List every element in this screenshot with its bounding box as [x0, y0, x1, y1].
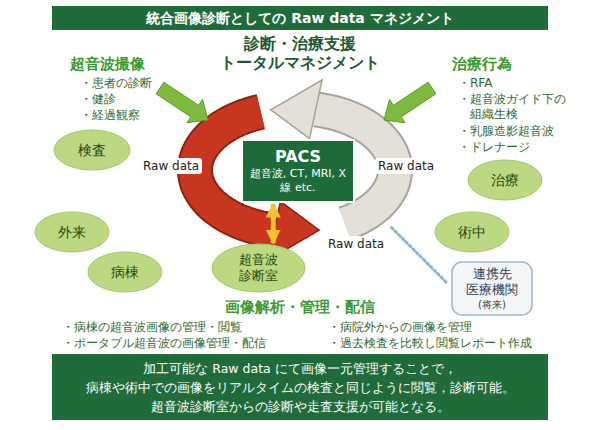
flow-label: Raw data [140, 158, 202, 174]
section-heading: 治療行為 [452, 55, 512, 74]
rect-shape [242, 140, 354, 202]
ellipse-shape [54, 130, 130, 170]
ellipse-shape [88, 252, 162, 292]
bullet-item: ・ポータブル超音波の画像管理・配信 [62, 336, 266, 351]
bullet-item: ・ドレナージ [458, 140, 530, 155]
node-text-group: PACS超音波, CT, MRI, X 線 etc. [248, 147, 348, 195]
place-ellipse: 超音波 診断室 [211, 243, 306, 293]
place-ellipse: 治療 [467, 159, 543, 201]
caption-text: 加工可能な Raw data にて画像一元管理することで， 病棟や術中での画像を… [57, 359, 543, 416]
flow-label: Raw data [325, 236, 387, 252]
bullet-item: ・超音波ガイド下の 組織生検 [458, 92, 600, 122]
node-text-group: 治療 [491, 171, 519, 189]
section-heading: 画像解析・管理・配信 [225, 298, 375, 317]
place-ellipse: 検査 [53, 129, 131, 171]
input-arrow [384, 82, 436, 123]
bullet-item: ・患者の診断 [80, 76, 152, 91]
node-label: 超音波 診断室 [233, 252, 283, 284]
node-text-group: 病棟 [111, 263, 139, 281]
node-sublabel: 超音波, CT, MRI, X 線 etc. [248, 167, 348, 195]
node-text-group: 連携先 医療機関(将来) [461, 266, 523, 311]
caption-band: 加工可能な Raw data にて画像一元管理することで， 病棟や術中での画像を… [52, 354, 548, 420]
node-label: 外来 [58, 223, 86, 241]
title-band: 統合画像診断としての Raw data マネジメント [52, 6, 548, 30]
ellipse-shape [468, 160, 542, 200]
grey-arc-head [271, 80, 322, 139]
bullet-item: ・経過観察 [80, 108, 140, 123]
bullet-item: ・乳腺造影超音波 [458, 124, 554, 139]
partner-box: 連携先 医療機関(将来) [451, 261, 533, 316]
title-text: 統合画像診断としての Raw data マネジメント [146, 9, 453, 27]
raw-data-ring [195, 80, 395, 260]
pacs-box: PACS超音波, CT, MRI, X 線 etc. [241, 139, 355, 203]
section-heading: 超音波撮像 [70, 55, 145, 74]
place-ellipse: 病棟 [87, 251, 163, 293]
bullet-item: ・病棟の超音波画像の管理・閲覧 [62, 320, 242, 335]
bullet-item: ・病院外からの画像を管理 [328, 320, 472, 335]
bullet-item: ・過去検査を比較し閲覧レポート作成 [328, 336, 532, 351]
node-label: PACS [275, 147, 321, 167]
section-heading: 診断・治療支援 トータルマネジメント [210, 34, 390, 72]
node-text-group: 術中 [458, 223, 486, 241]
flow-label: Raw data [375, 158, 437, 174]
bullet-item: ・RFA [458, 76, 492, 91]
node-text-group: 超音波 診断室 [233, 252, 283, 284]
ellipse-shape [212, 244, 305, 292]
node-label: 病棟 [111, 263, 139, 281]
node-text-group: 検査 [78, 141, 106, 159]
node-label: 治療 [491, 171, 519, 189]
node-text-group: 外来 [58, 223, 86, 241]
ellipse-shape [435, 212, 509, 252]
place-ellipse: 術中 [434, 211, 510, 253]
input-arrow [156, 82, 208, 123]
node-label: 検査 [78, 141, 106, 159]
node-label: 連携先 医療機関 [461, 266, 523, 298]
place-ellipse: 外来 [34, 211, 110, 253]
node-sublabel: (将来) [478, 298, 506, 311]
rrect-shape [452, 262, 532, 315]
node-label: 術中 [458, 223, 486, 241]
input-arrows [156, 82, 436, 123]
bullet-item: ・健診 [80, 92, 116, 107]
ellipse-shape [35, 212, 109, 252]
double-arrow [271, 204, 276, 243]
